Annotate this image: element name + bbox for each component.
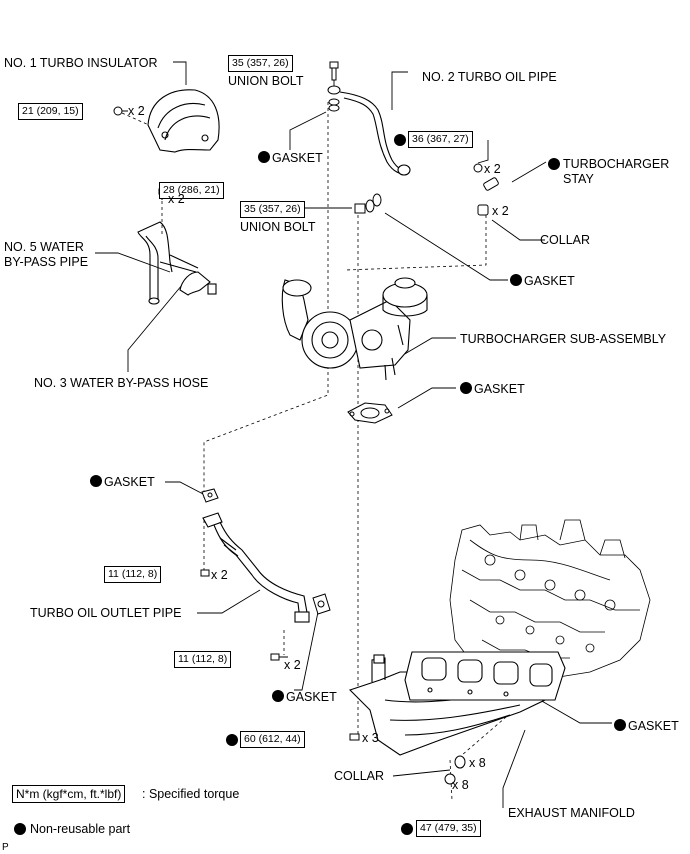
union-bolt-top-drawing — [327, 61, 341, 95]
qty-manifold-nut: x 8 — [452, 778, 469, 792]
qty-collar-top: x 2 — [492, 204, 509, 218]
nonreusable-icon — [548, 158, 560, 170]
torque-28: 28 (286, 21) — [159, 182, 224, 199]
nonreusable-icon — [614, 719, 626, 731]
label-no3-water-bypass-hose: NO. 3 WATER BY-PASS HOSE — [34, 376, 209, 390]
label-no1-turbo-insulator: NO. 1 TURBO INSULATOR — [4, 56, 158, 70]
qty-turbo-nut: x 3 — [362, 731, 379, 745]
qty-bypass-bolt: x 2 — [168, 192, 185, 206]
turbo-nut-drawing — [349, 733, 360, 741]
label-turbocharger-sub-assembly: TURBOCHARGER SUB-ASSEMBLY — [460, 332, 667, 346]
union-bolt-mid-drawing — [354, 193, 382, 214]
torque-47: 47 (479, 35) — [416, 820, 481, 837]
label-gasket-left: GASKET — [104, 475, 155, 489]
torque-60: 60 (612, 44) — [240, 731, 305, 748]
legend-nonreusable-icon — [14, 823, 26, 835]
nonreusable-icon — [90, 475, 102, 487]
qty-collar-bottom: x 8 — [469, 756, 486, 770]
label-exhaust-manifold: EXHAUST MANIFOLD — [508, 806, 635, 820]
turbocharger-drawing — [281, 277, 428, 381]
legend-nonreusable-desc: Non-reusable part — [30, 822, 131, 836]
figure-code: P — [2, 842, 9, 853]
leader-lines — [95, 61, 612, 808]
qty-insulator-bolt: x 2 — [128, 104, 145, 118]
turbo-insulator-drawing — [147, 89, 220, 153]
torque-11a: 11 (112, 8) — [104, 566, 162, 583]
legend-torque-format: N*m (kgf*cm, ft.*lbf) — [12, 785, 126, 803]
legend-torque-desc: : Specified torque — [142, 787, 240, 801]
nonreusable-icon — [510, 274, 522, 286]
nonreusable-icon — [401, 823, 413, 835]
gasket-lower-drawing — [312, 593, 331, 615]
manifold-nut-drawing — [444, 773, 456, 785]
engine-block-drawing — [449, 519, 651, 681]
label-gasket-top: GASKET — [272, 151, 323, 165]
label-union-bolt-mid: UNION BOLT — [240, 220, 316, 234]
nonreusable-icon — [226, 734, 238, 746]
gasket-top-drawing — [328, 98, 340, 112]
label-gasket-manifold: GASKET — [628, 719, 679, 733]
qty-outlet-bolt: x 2 — [284, 658, 301, 672]
turbo-outlet-gasket-drawing — [347, 402, 393, 424]
nonreusable-icon — [258, 151, 270, 163]
label-collar-top: COLLAR — [540, 233, 591, 247]
label-gasket-turbo-outlet: GASKET — [474, 382, 525, 396]
water-bypass-pipe-drawing — [137, 221, 199, 305]
outlet-nut-drawing — [200, 569, 210, 577]
qty-outlet-nut: x 2 — [211, 568, 228, 582]
nonreusable-icon — [272, 690, 284, 702]
torque-35a: 35 (357, 26) — [228, 55, 293, 72]
torque-11b: 11 (112, 8) — [174, 651, 232, 668]
insulator-bolt-drawing — [113, 106, 128, 116]
label-collar-bottom: COLLAR — [334, 769, 385, 783]
turbo-oil-outlet-pipe-drawing — [202, 512, 310, 623]
outlet-bolt-drawing — [270, 653, 288, 661]
torque-35b: 35 (357, 26) — [240, 201, 305, 218]
label-gasket-mid: GASKET — [524, 274, 575, 288]
label-union-bolt-top: UNION BOLT — [228, 74, 304, 88]
manifold-gasket-drawing — [404, 651, 566, 701]
qty-stay-bolt: x 2 — [484, 162, 501, 176]
label-no5-water-bypass-pipe: NO. 5 WATER BY-PASS PIPE — [4, 240, 89, 269]
label-gasket-lower: GASKET — [286, 690, 337, 704]
stay-bolt-drawing — [473, 163, 499, 191]
oil-pipe-drawing — [339, 91, 411, 176]
collar-bottom-drawing — [454, 755, 466, 769]
label-no2-turbo-oil-pipe: NO. 2 TURBO OIL PIPE — [422, 70, 557, 84]
label-turbo-oil-outlet-pipe: TURBO OIL OUTLET PIPE — [30, 606, 182, 620]
water-bypass-hose-drawing — [179, 271, 217, 296]
collar-top-drawing — [477, 204, 489, 216]
torque-21: 21 (209, 15) — [18, 103, 83, 120]
torque-36: 36 (367, 27) — [408, 131, 473, 148]
nonreusable-icon — [460, 382, 472, 394]
nonreusable-icon — [394, 134, 406, 146]
gasket-left-drawing — [201, 488, 219, 503]
label-turbocharger-stay: TURBOCHARGER STAY — [563, 157, 670, 186]
